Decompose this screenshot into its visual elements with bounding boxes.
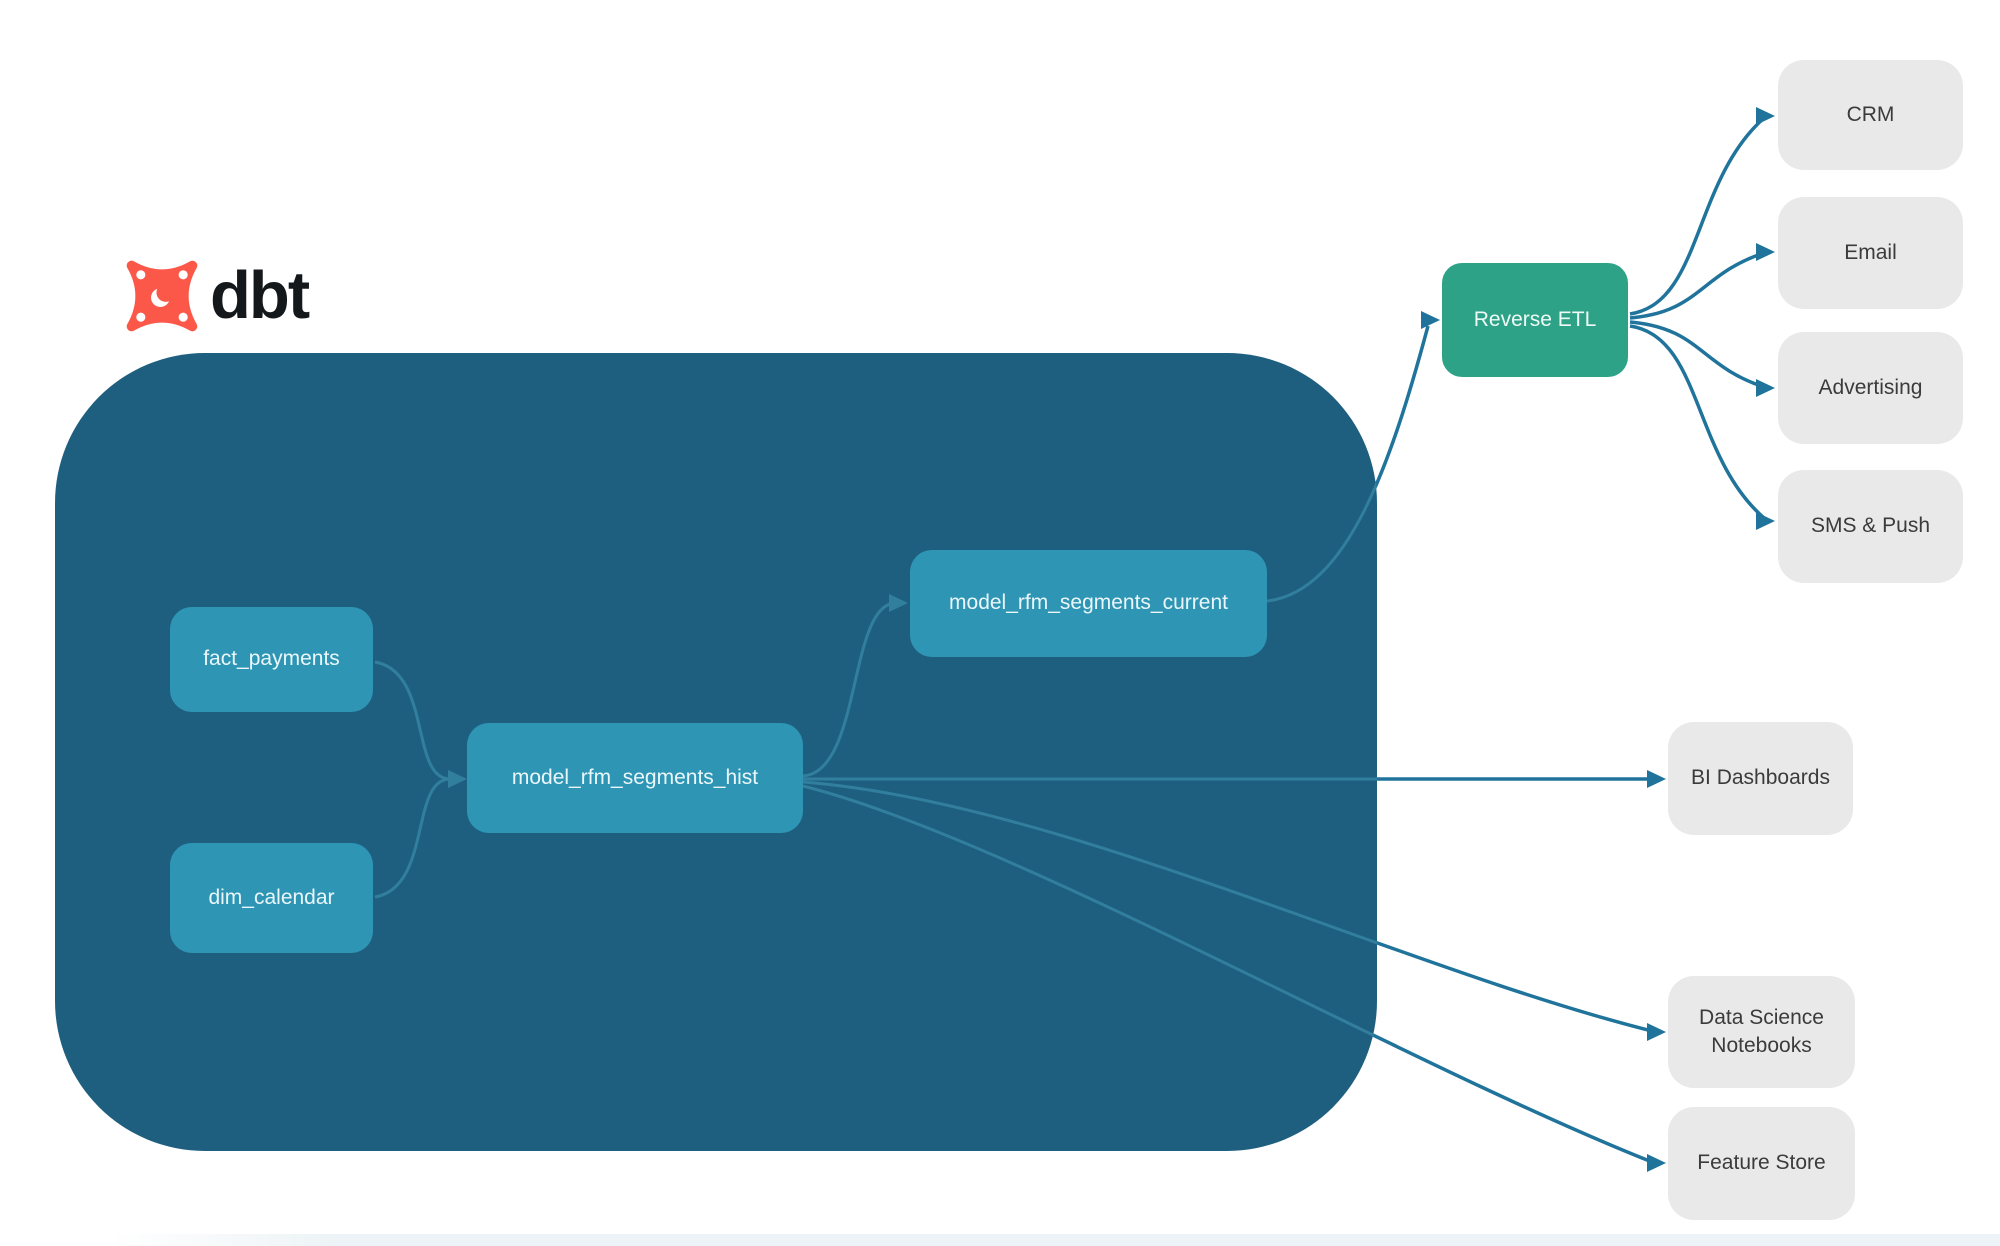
node-reverse-etl: Reverse ETL — [1442, 263, 1628, 377]
node-dim-calendar: dim_calendar — [170, 843, 373, 953]
node-label: Data Science Notebooks — [1699, 1005, 1824, 1057]
dbt-logo-text: dbt — [210, 258, 310, 333]
node-data-science-notebooks: Data Science Notebooks — [1668, 976, 1855, 1088]
node-label: dim_calendar — [208, 885, 335, 909]
node-advertising: Advertising — [1778, 332, 1963, 444]
dbt-pinwheel-icon — [126, 260, 198, 332]
node-label: model_rfm_segments_hist — [511, 765, 759, 789]
node-label: Advertising — [1818, 375, 1923, 399]
bottom-edge-strip — [110, 1234, 2000, 1246]
node-label: SMS & Push — [1810, 514, 1931, 538]
node-fact-payments: fact_payments — [170, 607, 373, 712]
dbt-logo: dbt — [124, 258, 310, 334]
node-feature-store: Feature Store — [1668, 1107, 1855, 1220]
node-label: Feature Store — [1697, 1151, 1826, 1175]
node-label: model_rfm_segments_current — [949, 591, 1228, 615]
node-label: Reverse ETL — [1473, 307, 1597, 331]
node-model-rfm-segments-hist: model_rfm_segments_hist — [467, 723, 803, 833]
node-email: Email — [1778, 197, 1963, 309]
node-label: CRM — [1846, 102, 1895, 126]
node-crm: CRM — [1778, 60, 1963, 170]
node-sms-push: SMS & Push — [1778, 470, 1963, 583]
node-label: Email — [1844, 240, 1897, 264]
node-bi-dashboards: BI Dashboards — [1668, 722, 1853, 835]
node-label: fact_payments — [203, 647, 340, 671]
node-label: BI Dashboards — [1691, 766, 1830, 790]
node-model-rfm-segments-current: model_rfm_segments_current — [910, 550, 1267, 657]
